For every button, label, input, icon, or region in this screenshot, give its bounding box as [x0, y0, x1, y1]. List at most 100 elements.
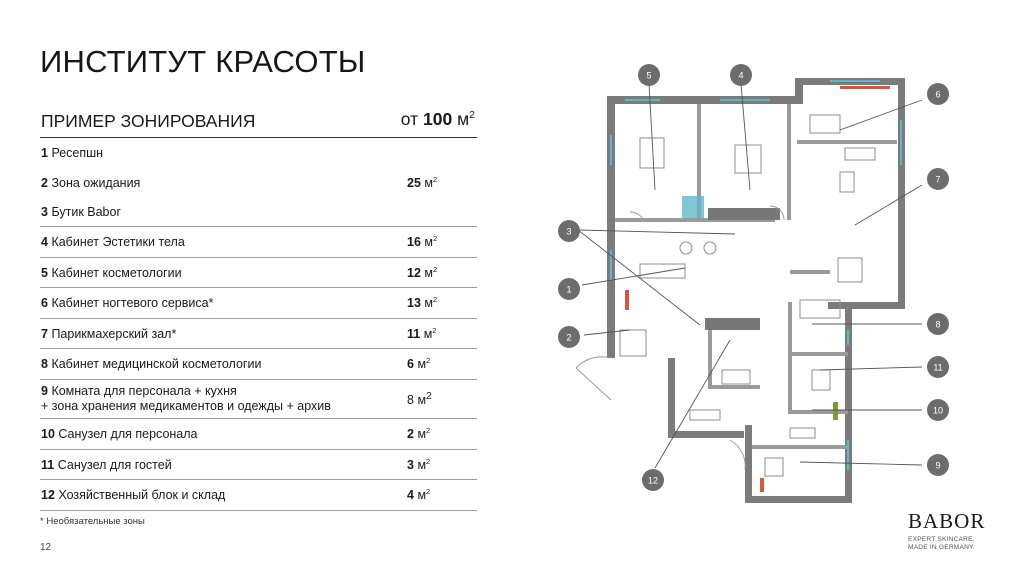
- value-unit: м: [417, 488, 427, 503]
- value-unit: м: [424, 296, 433, 311]
- table-group: 8 Кабинет медицинской косметологии 6 м2: [40, 349, 477, 380]
- logo-brand: BABOR: [908, 509, 986, 533]
- table-row: 4 Кабинет Эстетики тела 16 м2: [40, 227, 477, 257]
- zone-marker-11[interactable]: 11: [927, 356, 949, 378]
- marker-label: 8: [935, 320, 940, 330]
- marker-label: 2: [566, 333, 571, 343]
- row-number: 2: [41, 175, 48, 190]
- babor-logo: BABOR EXPERT SKINCARE. MADE IN GERMANY.: [908, 509, 990, 552]
- zone-marker-6[interactable]: 6: [927, 83, 949, 105]
- row-text: Зона ожидания: [51, 175, 141, 190]
- zone-marker-4[interactable]: 4: [730, 64, 752, 86]
- zone-marker-12[interactable]: 12: [642, 469, 664, 491]
- value-number: 13: [407, 296, 421, 311]
- area-number: 100: [423, 109, 453, 129]
- value-unit-power: 2: [426, 487, 431, 496]
- row-text: Кабинет косметологии: [51, 265, 182, 280]
- zone-marker-1[interactable]: 1: [558, 278, 580, 300]
- table-row: 6 Кабинет ногтевого сервиса* 13 м2: [40, 288, 477, 318]
- plan-windows: [610, 80, 902, 470]
- zone-marker-7[interactable]: 7: [927, 168, 949, 190]
- zone-marker-5[interactable]: 5: [638, 64, 660, 86]
- table-group: 6 Кабинет ногтевого сервиса* 13 м2: [40, 288, 477, 319]
- marker-label: 6: [935, 90, 940, 100]
- marker-label: 3: [566, 227, 571, 237]
- marker-label: 4: [738, 71, 743, 81]
- table-group: 11 Санузел для гостей 3 м2: [40, 450, 477, 481]
- row-number: 8: [41, 357, 48, 372]
- value-unit: м: [424, 235, 433, 249]
- value-unit-power: 2: [432, 233, 438, 243]
- value-unit: м: [423, 326, 433, 341]
- table-group: 10 Санузел для персонала 2 м2: [40, 419, 477, 450]
- marker-label: 10: [933, 406, 943, 416]
- table-group: 9 Комната для персонала + кухня+ зона хр…: [40, 380, 477, 419]
- row-number: 7: [41, 326, 48, 341]
- row-label: 8 Кабинет медицинской косметологии: [41, 357, 261, 371]
- zoning-header-label: ПРИМЕР ЗОНИРОВАНИЯ: [41, 111, 256, 131]
- row-value: 16 м2: [407, 235, 437, 249]
- table-row: 7 Парикмахерский зал* 11 м2: [40, 319, 477, 349]
- row-value: 4 м2: [407, 488, 430, 502]
- value-unit-power: 2: [426, 456, 431, 466]
- zone-marker-3[interactable]: 3: [558, 220, 580, 242]
- marker-label: 12: [648, 476, 658, 486]
- value-number: 4: [407, 488, 414, 503]
- value-unit: м: [424, 265, 433, 280]
- table-row: 11 Санузел для гостей 3 м2: [40, 450, 477, 480]
- value-unit: м: [417, 357, 427, 372]
- row-text: Ресепшн: [51, 146, 104, 160]
- plan-markers: 5 4 6 7 3 1 2 8 11 10 9 12: [558, 64, 949, 491]
- value-number: 8: [407, 393, 414, 408]
- value-unit: м: [417, 457, 427, 472]
- row-value: 8 м2: [407, 391, 432, 407]
- row-text: Бутик Babor: [51, 205, 121, 220]
- area-unit: м: [457, 109, 470, 129]
- row-number: 1: [41, 146, 48, 160]
- plan-walls: [607, 78, 905, 503]
- row-label: 12 Хозяйственный блок и склад: [41, 488, 225, 502]
- row-label: 7 Парикмахерский зал*: [41, 327, 176, 341]
- footnote: * Необязательные зоны: [40, 516, 145, 527]
- row-number: 9: [41, 383, 48, 398]
- row-number: 3: [41, 205, 48, 220]
- row-text: Хозяйственный блок и склад: [58, 488, 226, 503]
- row-text: Кабинет медицинской косметологии: [51, 357, 262, 372]
- table-group: 5 Кабинет косметологии 12 м2: [40, 258, 477, 289]
- table-group: 7 Парикмахерский зал* 11 м2: [40, 319, 477, 350]
- area-prefix: от: [400, 109, 419, 129]
- row-label: 6 Кабинет ногтевого сервиса*: [41, 296, 213, 310]
- row-number: 5: [41, 265, 48, 280]
- zoning-table: ПРИМЕР ЗОНИРОВАНИЯ от 100 м2 1 Ресепшн 2…: [40, 106, 477, 511]
- marker-label: 7: [935, 175, 940, 185]
- value-unit-power: 2: [426, 356, 431, 366]
- zoning-table-header: ПРИМЕР ЗОНИРОВАНИЯ от 100 м2: [40, 106, 477, 138]
- value-unit-power: 2: [432, 264, 438, 274]
- zoning-header-area: от 100 м2: [401, 109, 475, 130]
- row-number: 12: [41, 488, 55, 503]
- row-text: Санузел для персонала: [58, 426, 198, 441]
- value-unit-power: 2: [432, 325, 437, 335]
- row-number: 6: [41, 296, 48, 311]
- plan-leader-lines: [577, 83, 923, 469]
- zone-marker-9[interactable]: 9: [927, 454, 949, 476]
- table-row: 9 Комната для персонала + кухня+ зона хр…: [40, 380, 477, 418]
- zone-marker-8[interactable]: 8: [927, 313, 949, 335]
- row-value: 3 м2: [407, 456, 431, 472]
- logo-tagline-line2: MADE IN GERMANY.: [908, 544, 975, 551]
- logo-tagline: EXPERT SKINCARE. MADE IN GERMANY.: [908, 536, 990, 552]
- row-number: 11: [41, 457, 55, 472]
- value-unit-power: 2: [432, 295, 438, 305]
- row-value: 12 м2: [407, 264, 438, 280]
- value-unit-power: 2: [426, 425, 431, 435]
- zone-marker-10[interactable]: 10: [927, 399, 949, 421]
- row-label: 10 Санузел для персонала: [41, 427, 198, 441]
- row-text: Парикмахерский зал*: [51, 326, 177, 341]
- zone-marker-2[interactable]: 2: [558, 326, 580, 348]
- row-text: Кабинет ногтевого сервиса*: [51, 296, 214, 311]
- row-label: 4 Кабинет Эстетики тела: [41, 235, 185, 249]
- row-label: 9 Комната для персонала + кухня+ зона хр…: [41, 384, 331, 415]
- area-unit-power: 2: [469, 109, 475, 122]
- logo-tagline-line1: EXPERT SKINCARE.: [908, 536, 975, 543]
